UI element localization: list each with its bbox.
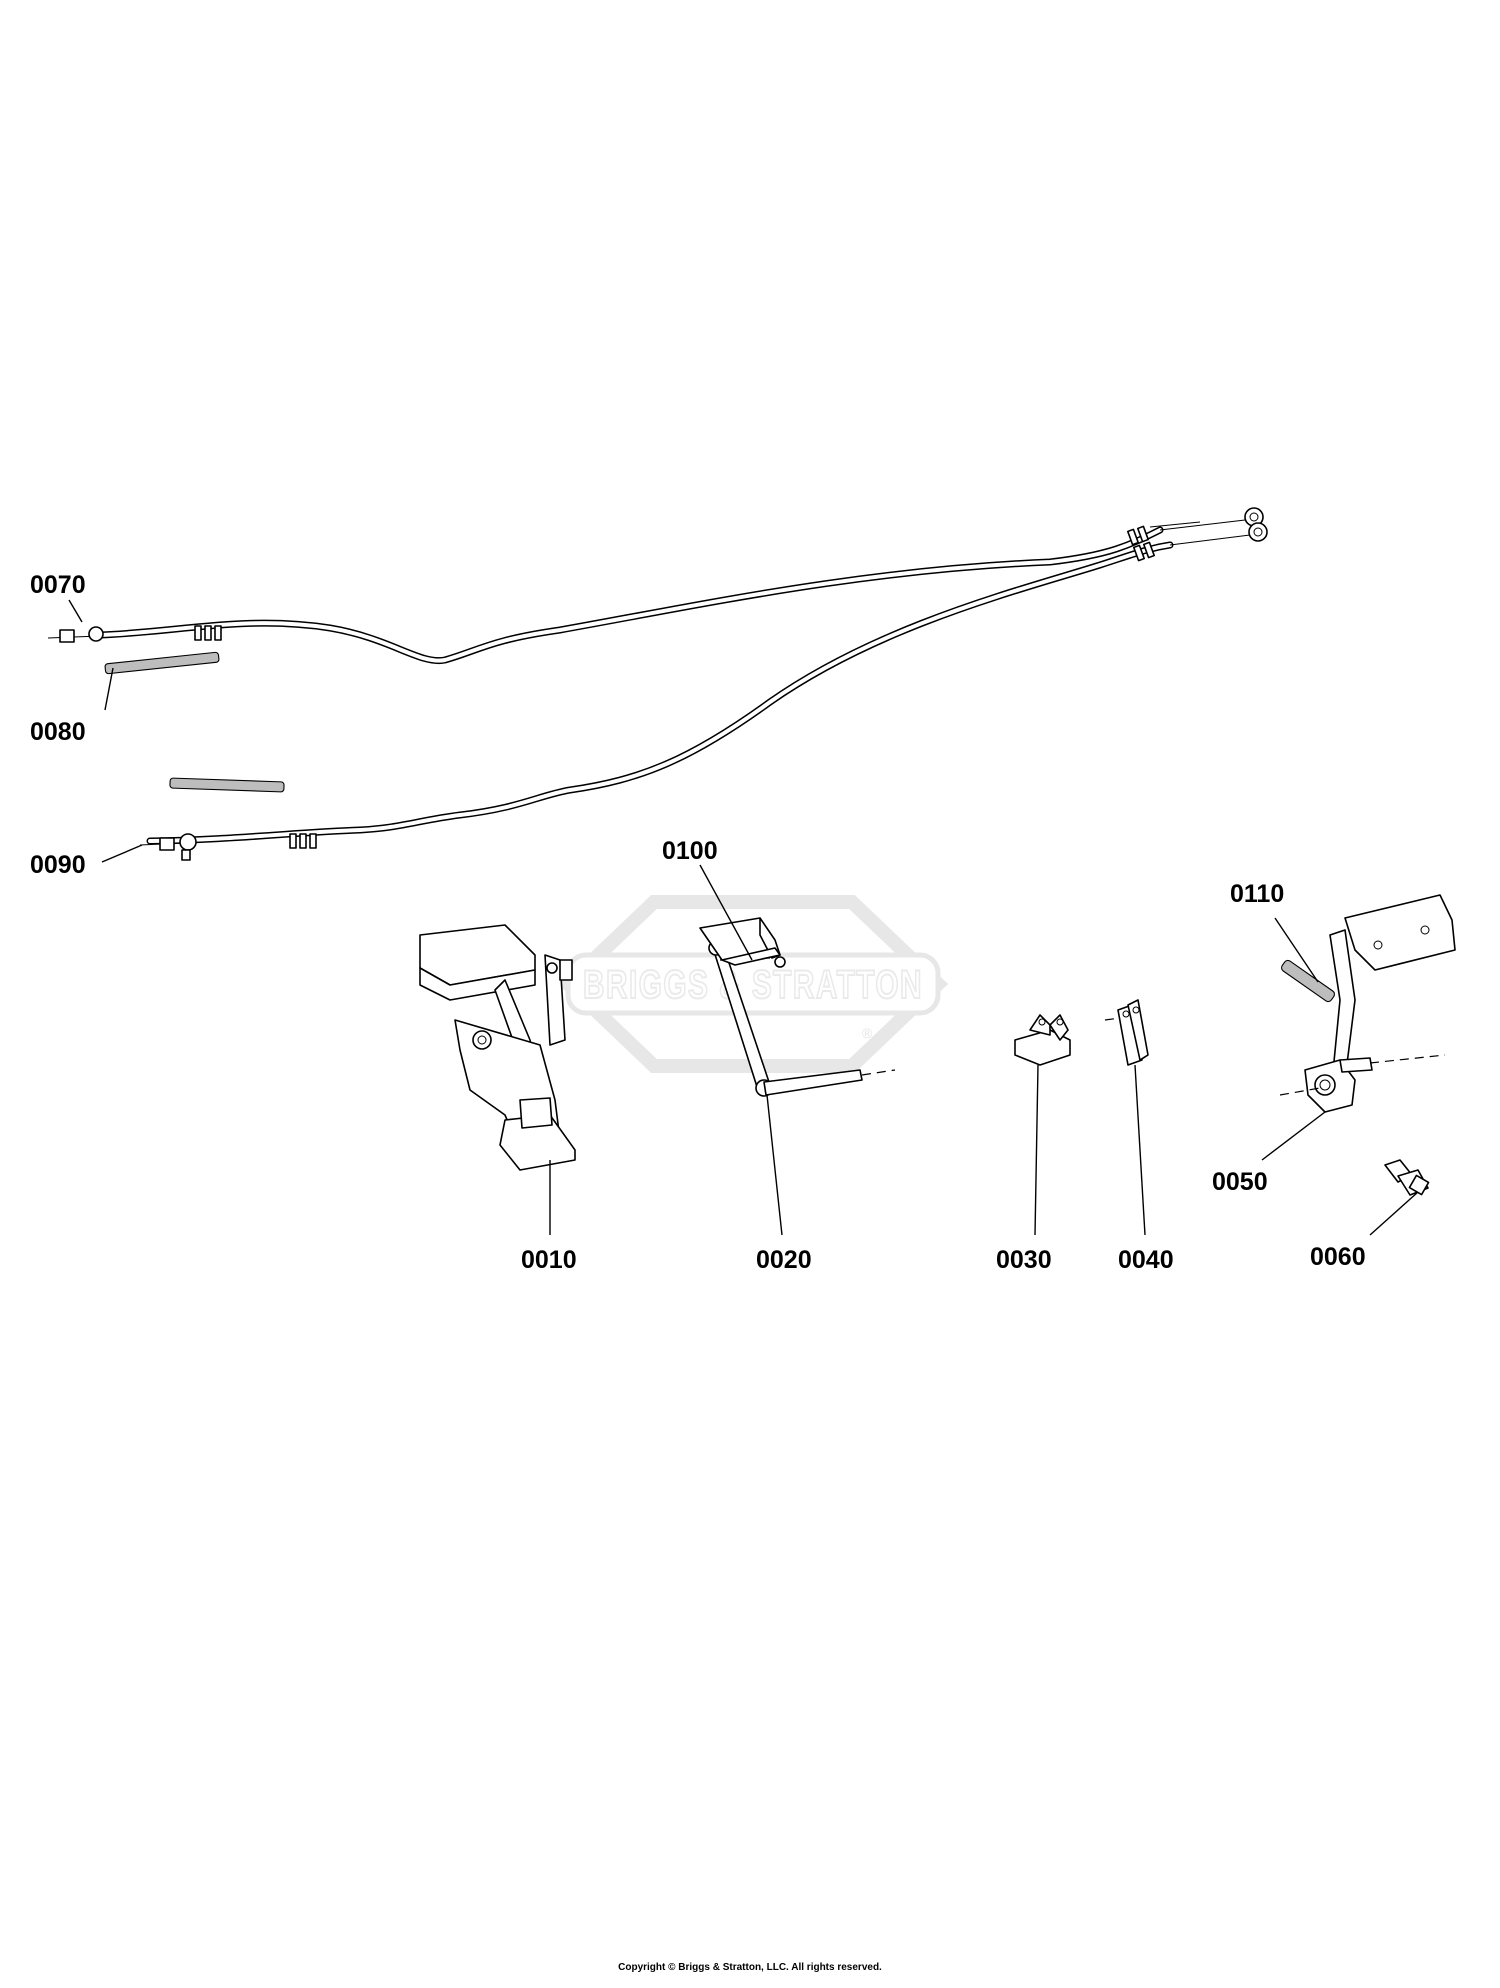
pedal-0050[interactable]	[1279, 894, 1456, 1113]
callout-0060: 0060	[1310, 1243, 1366, 1271]
callout-0080: 0080	[30, 718, 86, 746]
spring-0110[interactable]	[1280, 959, 1336, 1003]
callout-0050: 0050	[1212, 1168, 1268, 1196]
lever-arm-0020[interactable]	[708, 940, 896, 1097]
spring-0080-lower[interactable]	[169, 777, 285, 793]
cable-lower-0090[interactable]	[139, 522, 1268, 861]
bracket-0030[interactable]	[1014, 1014, 1071, 1066]
spring-0080-upper[interactable]	[104, 651, 220, 675]
callout-0040: 0040	[1118, 1246, 1174, 1274]
pedal-assembly-0010[interactable]	[419, 924, 576, 1171]
copyright-footer: Copyright © Briggs & Stratton, LLC. All …	[618, 1962, 882, 1973]
leader-lines	[68, 599, 1419, 1236]
watermark-registered-mark: ®	[862, 1025, 873, 1041]
callout-0010: 0010	[521, 1246, 577, 1274]
link-0040[interactable]	[1104, 999, 1149, 1066]
watermark-text: BRIGGS & STRATTON	[583, 963, 923, 1007]
callout-0090: 0090	[30, 851, 86, 879]
callout-0030: 0030	[996, 1246, 1052, 1274]
plate-0100[interactable]	[699, 917, 786, 968]
callout-0020: 0020	[756, 1246, 812, 1274]
briggs-stratton-watermark: BRIGGS & STRATTON ®	[557, 895, 949, 1073]
fitting-0060[interactable]	[1384, 1159, 1430, 1196]
callout-0110: 0110	[1230, 880, 1284, 908]
callout-0070: 0070	[30, 571, 86, 599]
cable-upper-0070[interactable]	[47, 507, 1264, 665]
callout-0100: 0100	[662, 837, 718, 865]
